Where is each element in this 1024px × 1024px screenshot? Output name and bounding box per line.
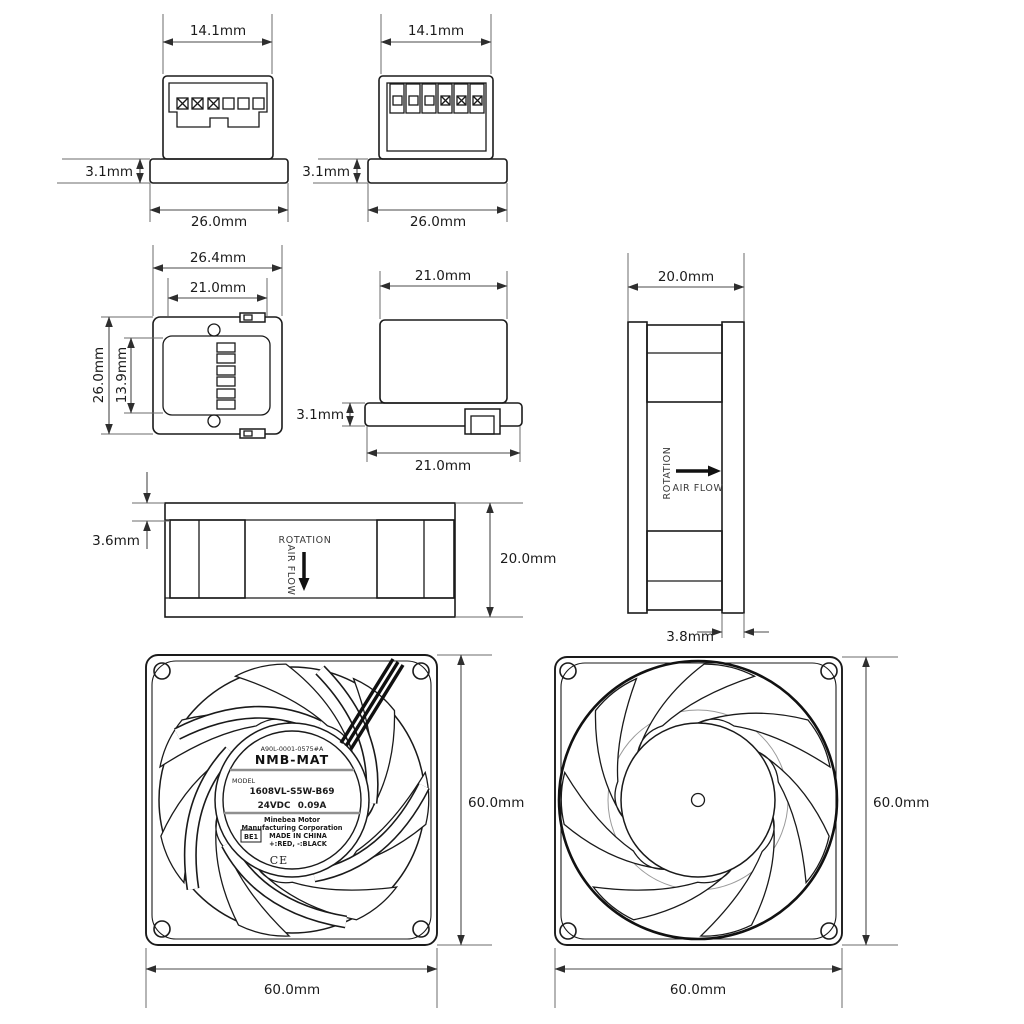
dim-connector-back-base-height: 3.1mm [302,164,350,180]
country-of-origin: MADE IN CHINA [269,832,328,840]
screw-hole-bottom [207,414,221,428]
rotation-label: ROTATION [662,447,673,500]
dim-fan-front-height: 60.0mm [468,795,524,811]
connector-back-view: 14.1mm 3.1mm 26.0mm [302,14,508,230]
dim-connector-front-width: 14.1mm [190,23,246,39]
part-number: A90L-0001-0575#A [261,745,324,753]
hub-center-dot [690,792,706,808]
hub-rear [620,722,776,878]
connector-side-base [364,402,523,427]
wiring-info: +:RED, -:BLACK [269,840,328,848]
connector-base-back [367,158,508,184]
dim-flange-thickness-right: 3.8mm [666,629,714,645]
impeller [560,663,831,937]
connector-top-view: 26.4mm 21.0mm 26.0mm 13.9mm [91,245,283,439]
model-number: 1608VL-S5W-B69 [250,787,335,797]
rotation-label-left: ROTATION [279,535,332,546]
dim-top-outer-height: 26.0mm [91,347,107,403]
dim-fan-rear-width: 60.0mm [670,982,726,998]
fan-flange-right [721,321,745,614]
nameplate-text: A90L-0001-0575#A NMB-MAT MODEL 1608VL-S5… [224,745,360,867]
dim-connector-back-base-width: 26.0mm [410,214,466,230]
dim-fan-rear-height: 60.0mm [873,795,929,811]
connector-pin-row [176,97,265,110]
fan-frame-inner-front [151,660,432,940]
dim-side-bottom-width: 21.0mm [415,458,471,474]
brand-name: NMB-MAT [255,752,329,767]
fan-hub-block-right [376,519,455,599]
fan-hub-block-left [169,519,246,599]
dim-top-outer-width: 26.4mm [190,250,246,266]
dim-side-top-width: 21.0mm [415,268,471,284]
airflow-label-left: AIR FLOW [285,544,296,595]
model-caption: MODEL [232,777,256,785]
nameplate [222,730,362,870]
screw-hole-top [207,323,221,337]
latch-inner [470,415,495,435]
fan-rear-view: 60.0mm 60.0mm [554,656,929,1008]
airflow-arrow-down [298,552,310,591]
cert-code: BE1 [244,833,259,841]
fan-side-outline [164,502,456,618]
connector-side-view: 21.0mm 3.1mm 21.0mm [296,268,523,474]
dim-side-base-height: 3.1mm [296,407,344,423]
fan-flange-left [627,321,648,614]
venturi-ring [557,659,839,941]
connector-front-view: 14.1mm 3.1mm 26.0mm [57,14,289,230]
frame-struts [174,665,430,929]
latch-outer [464,408,501,435]
fan-front-view: A90L-0001-0575#A NMB-MAT MODEL 1608VL-S5… [141,642,524,1008]
airflow-label: AIR FLOW [672,483,723,494]
airflow-arrow-right [676,465,721,477]
dim-top-inner-height: 13.9mm [114,347,130,403]
fan-side-view-right: 20.0mm ROTATION AIR FLOW 3.8mm [627,253,769,645]
connector-keying-profile [168,82,268,128]
manufacturer-line2: Manufacturing Corporation [242,824,343,832]
rated-voltage: 24VDC [258,801,291,811]
dim-fan-depth-left: 20.0mm [500,551,556,567]
mounting-holes-front [153,662,430,938]
connector-cavity [386,82,487,152]
cert-box [240,829,262,843]
connector-base [149,158,289,184]
ce-mark-icon: CE [270,854,288,867]
dim-fan-front-width: 60.0mm [264,982,320,998]
fan-side-view-left: 3.6mm 20.0mm ROTATION AIR FLOW [92,472,556,618]
connector-side-body [379,319,508,404]
dim-connector-back-width: 14.1mm [408,23,464,39]
connector-terminal-slots [389,83,485,114]
dim-top-inner-width: 21.0mm [190,280,246,296]
dim-flange-thickness-left: 3.6mm [92,533,140,549]
bracket-recess [162,335,271,416]
bracket-body [152,316,283,435]
bracket-slot-stack [216,342,236,410]
manufacturer-line1: Minebea Motor [264,816,321,824]
fan-frame-front [145,654,438,946]
dim-fan-depth: 20.0mm [658,269,714,285]
fan-hub-block-bottom [646,530,723,611]
fan-hub-block-top [646,324,723,403]
fan-frame-rear [554,656,843,946]
lead-wires [339,658,405,750]
dim-connector-front-base-height: 3.1mm [85,164,133,180]
dim-connector-front-base-width: 26.0mm [191,214,247,230]
mounting-holes-rear [559,662,838,940]
rated-current: 0.09A [298,801,327,811]
